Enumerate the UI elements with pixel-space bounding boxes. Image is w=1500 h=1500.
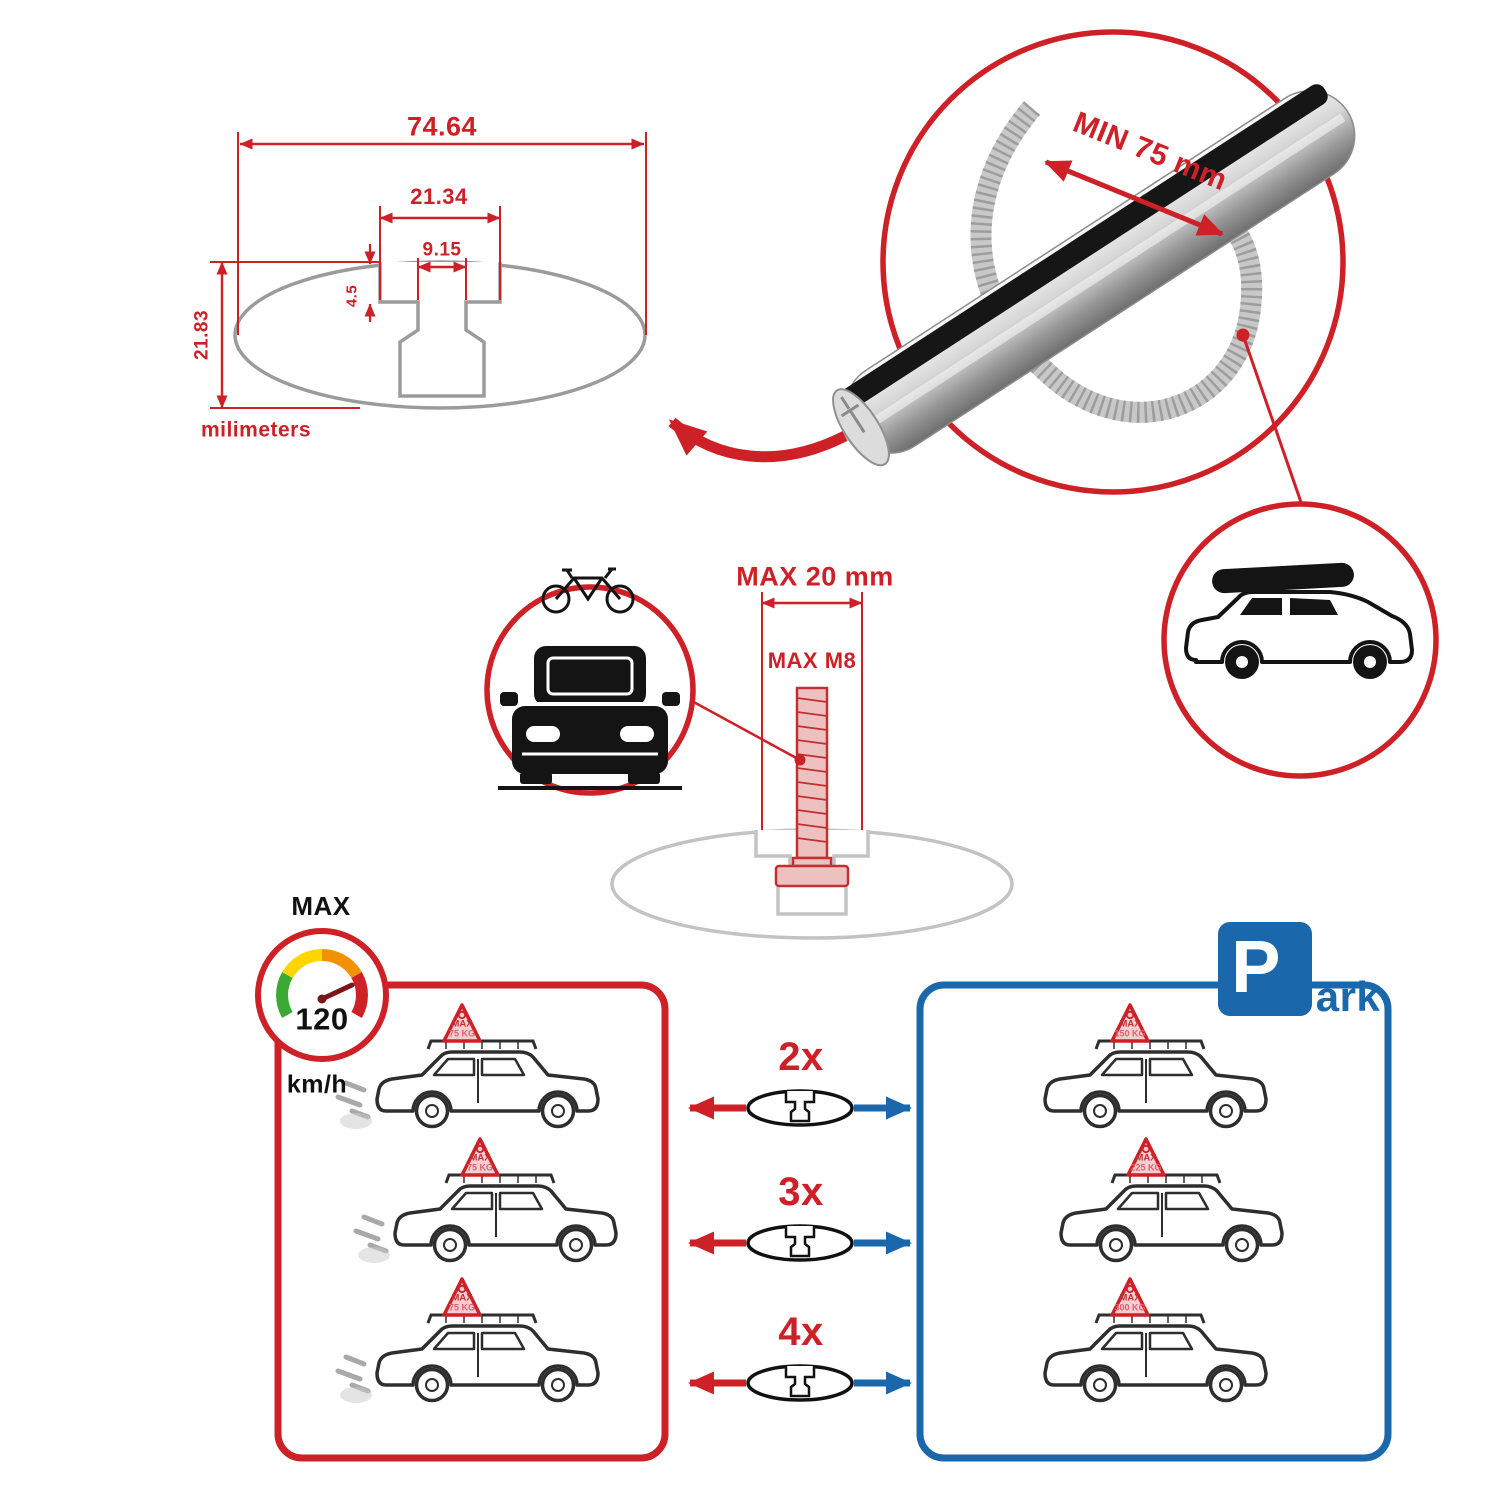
config-count-3x: 3x: [778, 1170, 824, 1214]
car-roofbox-detail: [1161, 501, 1439, 779]
max-thread-label: MAX M8: [767, 648, 857, 673]
arrow-to-cross-section: [668, 417, 848, 463]
units-label: milimeters: [200, 418, 312, 442]
dim-slot-width-label: 9.15: [422, 239, 462, 261]
car-front-icon: [498, 646, 682, 790]
speed-value: 120: [295, 1001, 349, 1037]
park-p-letter: P: [1231, 925, 1281, 1008]
roof-box: [1212, 562, 1354, 594]
parked-sign-3-max: MAX: [1119, 1292, 1141, 1304]
car-front-bike-detail: [484, 567, 696, 796]
t-bolt: [774, 686, 850, 888]
driving-sign-3-weight: 75 KG: [448, 1302, 476, 1313]
config-count-4x: 4x: [778, 1310, 824, 1354]
config-arrows: [688, 1089, 912, 1402]
speed-max-label: MAX: [291, 891, 351, 921]
driving-sign-1-max: MAX: [451, 1018, 473, 1030]
dim-step-label: 4.5: [343, 284, 361, 308]
min-span-arrow: [1044, 159, 1224, 237]
cross-section-diagram: [210, 132, 848, 463]
driving-sign-2-weight: 75 KG: [466, 1162, 494, 1173]
dim-total-width-label: 74.64: [406, 111, 478, 142]
parked-sign-2-max: MAX: [1135, 1152, 1157, 1164]
dim-outer-width-label: 21.34: [410, 184, 468, 209]
dim-height-label: 21.83: [191, 309, 213, 361]
driving-sign-3-max: MAX: [451, 1292, 473, 1304]
driving-sign-1-weight: 75 KG: [448, 1028, 476, 1039]
bar-photo-detail: [832, 29, 1356, 509]
park-sign: [1218, 922, 1312, 1016]
speed-unit-label: km/h: [286, 1070, 348, 1099]
parked-sign-1-weight: 150 KG: [1114, 1028, 1146, 1039]
bolt-detail: [610, 592, 1014, 940]
driving-sign-2-max: MAX: [469, 1152, 491, 1164]
max-width-label: MAX 20 mm: [736, 561, 894, 592]
park-ark-letters: ark: [1315, 973, 1381, 1020]
config-count-2x: 2x: [778, 1035, 824, 1079]
parked-sign-3-weight: 300 KG: [1114, 1302, 1146, 1313]
bike-icon: [541, 567, 635, 614]
parked-sign-1-max: MAX: [1119, 1018, 1141, 1030]
speedometer-badge: [255, 928, 389, 1062]
parked-sign-2-weight: 225 KG: [1130, 1162, 1162, 1173]
